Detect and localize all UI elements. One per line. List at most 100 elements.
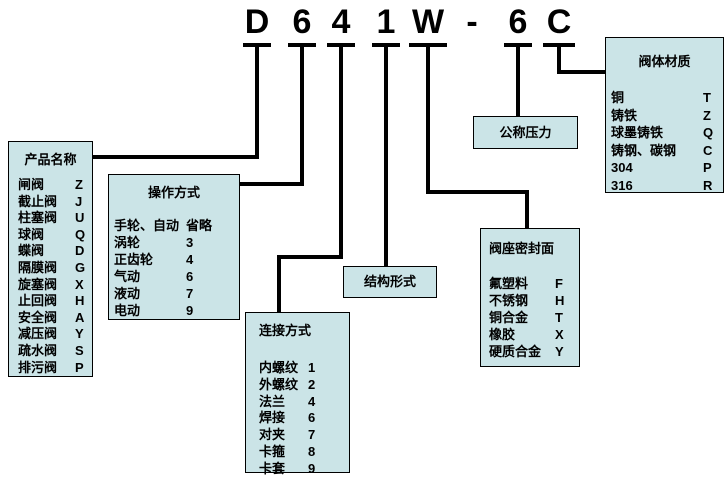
item-name: 法兰 [259,393,286,409]
item-name: 外螺纹 [259,376,299,392]
item-code: 6 [308,410,316,426]
item-name: 卡套 [259,460,286,476]
list-item: 不锈钢 H [489,292,579,309]
connector-w-drop [525,190,529,228]
list-item: 外螺纹 2 [259,377,349,394]
connector-6-horizontal [240,182,304,186]
structure-form-box: 结构形式 [343,266,437,298]
item-name: 氟塑料 [489,276,529,291]
list-item: 球阀 Q [18,227,92,244]
item-name: 正齿轮 [114,252,154,267]
item-name: 蝶阀 [18,243,45,259]
list-item: 对夹 7 [259,427,349,444]
item-name: 铸钢、碳钢 [611,142,677,158]
list-item: 柱塞阀 U [18,210,92,227]
operation-mode-box: 操作方式 手轮、自动 省略 涡轮 3 正齿轮 4 气动 6 液动 7 电动 9 [108,174,240,320]
item-code: F [555,276,563,291]
item-code: X [555,327,564,342]
item-code: 省略 [186,218,213,233]
item-name: 铸铁 [611,107,638,123]
connection-type-box: 连接方式 内螺纹 1 外螺纹 2 法兰 4 焊接 6 对夹 7 卡箍 8 卡套 … [245,312,350,476]
item-code: P [703,160,712,176]
list-item: 减压阀 Y [18,326,92,343]
connector-6-vertical [300,46,304,185]
item-code: 9 [308,460,316,476]
connector-w-vertical [426,46,430,193]
list-item: 气动 6 [114,268,239,285]
item-code: 4 [186,252,194,267]
item-name: 电动 [114,303,141,318]
seat-sealing-list: 氟塑料 F 不锈钢 H 铜合金 T 橡胶 X 硬质合金 Y [481,275,579,360]
list-item: 排污阀 P [18,360,92,377]
item-name: 手轮、自动 [114,218,180,233]
list-item: 304 P [611,159,723,177]
list-item: 铜合金 T [489,309,579,326]
item-name: 对夹 [259,427,286,443]
item-name: 不锈钢 [489,293,529,308]
item-code: Q [703,125,714,141]
list-item: 橡胶 X [489,326,579,343]
item-code: 9 [186,303,194,318]
item-code: X [75,276,84,292]
seat-sealing-box: 阀座密封面 氟塑料 F 不锈钢 H 铜合金 T 橡胶 X 硬质合金 Y [480,228,580,367]
item-code: 7 [186,286,194,301]
list-item: 液动 7 [114,285,239,302]
item-name: 硬质合金 [489,344,542,359]
structure-form-title: 结构形式 [363,274,416,289]
model-char-W: W [409,2,447,47]
item-name: 减压阀 [18,326,58,342]
nominal-pressure-box: 公称压力 [473,116,578,149]
item-code: D [75,243,85,259]
model-char-4: 4 [327,2,355,47]
item-name: 涡轮 [114,235,141,250]
connector-4-vertical [339,46,343,258]
seat-sealing-title: 阀座密封面 [489,241,555,256]
item-name: 铜 [611,90,625,105]
list-item: 截止阀 J [18,194,92,211]
model-char-C: C [543,2,575,47]
item-name: 止回阀 [18,293,58,309]
list-item: 316 R [611,177,723,195]
item-name: 截止阀 [18,193,58,209]
list-item: 氟塑料 F [489,275,579,292]
connector-4-horizontal [277,255,343,259]
item-name: 铜合金 [489,310,529,325]
item-name: 内螺纹 [259,360,299,375]
list-item: 手轮、自动 省略 [114,217,239,234]
item-code: J [75,193,83,209]
item-code: 3 [186,235,194,250]
item-code: 7 [308,427,316,443]
list-item: 焊接 6 [259,410,349,427]
item-name: 旋塞阀 [18,276,58,292]
list-item: 卡套 9 [259,461,349,478]
product-name-title: 产品名称 [24,152,77,167]
list-item: 止回阀 H [18,293,92,310]
item-name: 气动 [114,269,141,284]
item-code: H [75,293,85,309]
item-code: T [555,310,563,325]
connection-type-title: 连接方式 [259,323,312,338]
connector-6b-vertical [516,46,520,116]
item-code: P [75,359,84,375]
connection-type-list: 内螺纹 1 外螺纹 2 法兰 4 焊接 6 对夹 7 卡箍 8 卡套 9 [246,360,349,478]
item-code: R [703,177,713,193]
list-item: 法兰 4 [259,394,349,411]
list-item: 铸铁 Z [611,107,723,125]
item-code: U [75,210,85,226]
item-code: Q [75,226,86,242]
item-code: Z [75,177,83,192]
list-item: 旋塞阀 X [18,277,92,294]
item-code: 1 [308,360,316,375]
item-code: A [75,309,85,325]
list-item: 闸阀 Z [18,177,92,194]
operation-mode-list: 手轮、自动 省略 涡轮 3 正齿轮 4 气动 6 液动 7 电动 9 [109,217,239,319]
model-char-6: 6 [288,2,316,47]
item-code: S [75,342,84,358]
list-item: 铜 T [611,89,723,107]
item-code: Y [75,326,84,342]
item-code: H [555,293,565,308]
list-item: 电动 9 [114,302,239,319]
list-item: 硬质合金 Y [489,343,579,360]
item-name: 卡箍 [259,443,286,459]
